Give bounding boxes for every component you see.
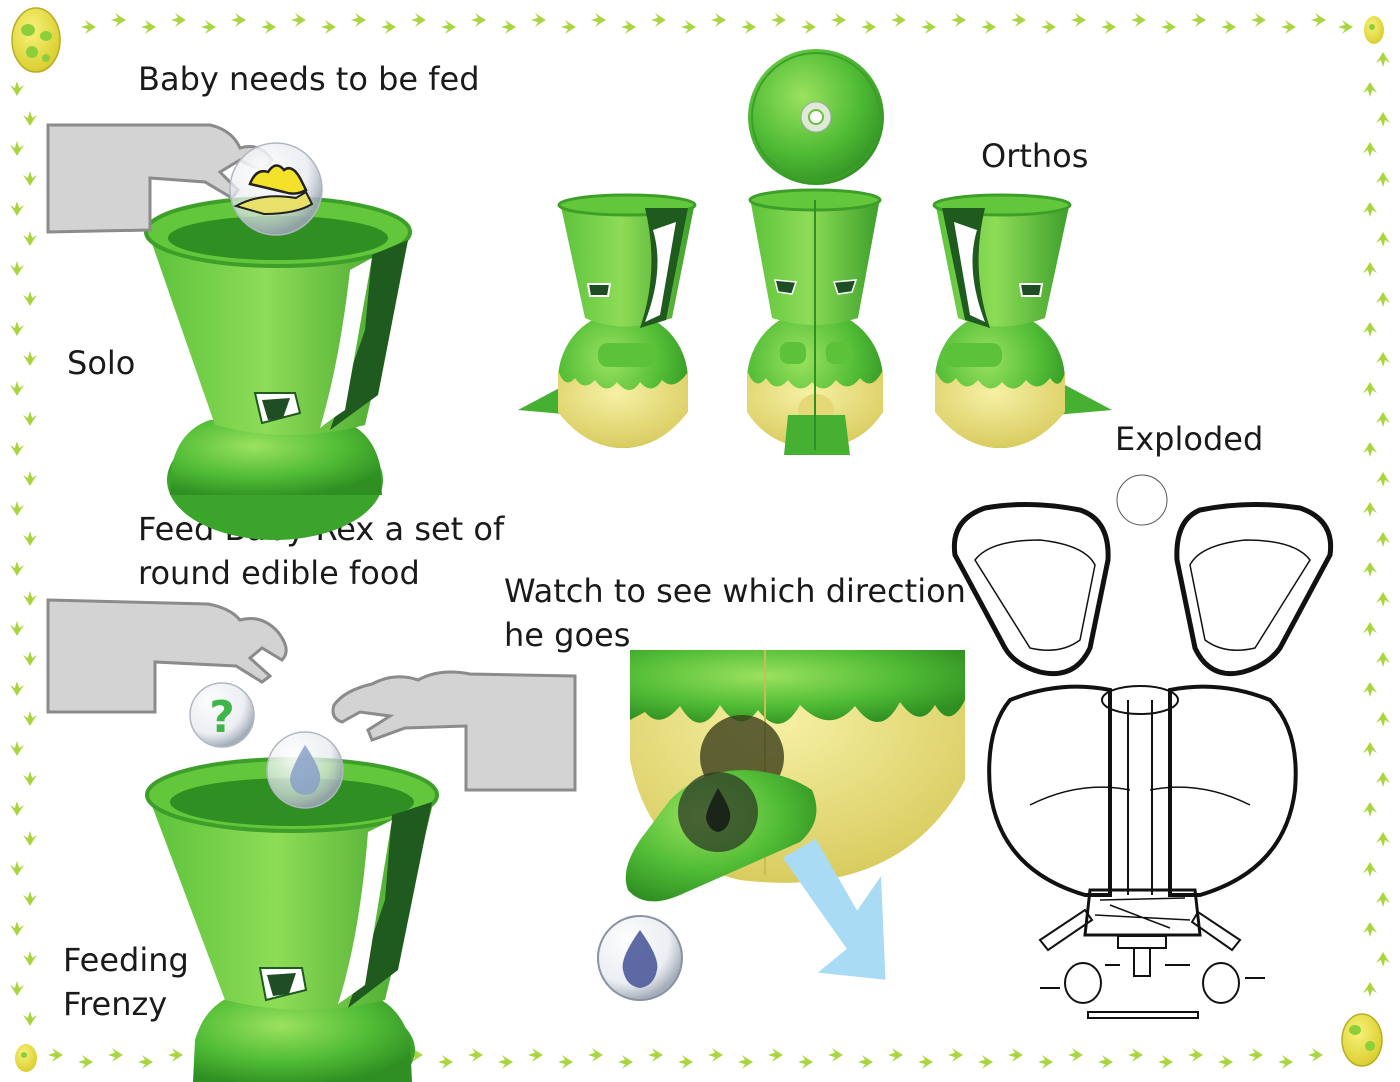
water-drop-icon — [597, 915, 683, 1001]
direction-arrow-icon — [782, 838, 886, 980]
question-mark-icon: ? — [189, 682, 255, 748]
spotted-egg-icon — [11, 7, 61, 73]
exploded-label: Exploded — [1115, 420, 1264, 458]
ortho-top-view — [748, 49, 884, 185]
ortho-side-view-right — [932, 193, 1112, 448]
watch-instruction-line2: he goes — [504, 616, 631, 654]
exploded-view-drawing — [951, 474, 1334, 1019]
feeding-frenzy-line1: Feeding — [63, 941, 189, 979]
ortho-side-view-left — [518, 193, 697, 448]
left-footprints — [10, 81, 37, 1026]
left-hand-illustration — [46, 598, 288, 714]
frenzy-toy-photo — [145, 757, 439, 1082]
spotted-egg-icon — [1364, 16, 1384, 44]
watch-instruction-line1: Watch to see which direction — [504, 572, 966, 610]
dino-food-bubble — [229, 142, 323, 236]
right-hand-illustration — [331, 670, 577, 792]
feeding-frenzy-line2: Frenzy — [63, 985, 168, 1023]
orthos-label: Orthos — [981, 137, 1089, 175]
ortho-front-view — [747, 188, 883, 455]
feed-instruction-line2: round edible food — [138, 554, 420, 592]
baby-needs-fed-label: Baby needs to be fed — [138, 60, 480, 98]
svg-text:?: ? — [209, 692, 235, 743]
top-footprints — [81, 13, 1353, 34]
water-drop-icon — [266, 731, 344, 809]
spotted-egg-icon — [1341, 1013, 1383, 1067]
right-footprints — [1363, 52, 1390, 997]
watch-toy-closeup — [625, 650, 965, 902]
solo-label: Solo — [67, 344, 136, 382]
solo-toy-photo — [144, 196, 412, 540]
spotted-egg-icon — [15, 1044, 37, 1072]
